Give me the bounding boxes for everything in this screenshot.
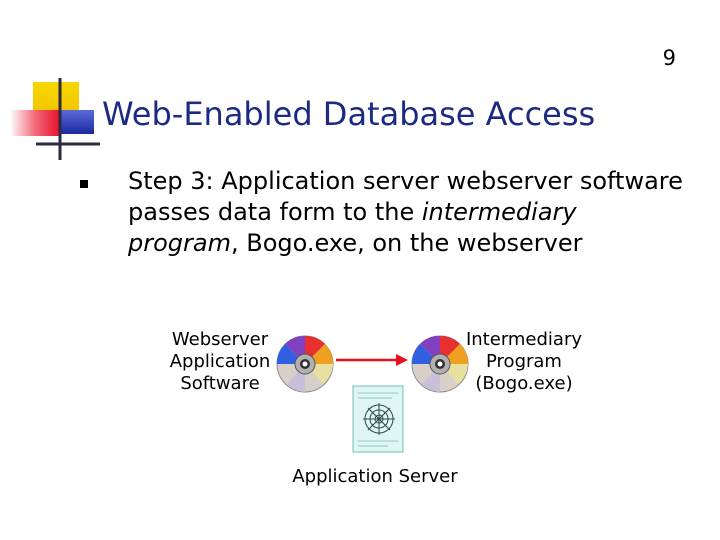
webserver-label-line: Webserver [171, 329, 269, 350]
slide-logo [10, 78, 100, 160]
cd-disc-icon [276, 335, 334, 393]
intermediary-label: Intermediary Program (Bogo.exe) [462, 329, 586, 395]
intermediary-label-line: (Bogo.exe) [475, 373, 573, 394]
intermediary-label-line: Intermediary [465, 329, 583, 350]
bullet-marker [80, 180, 88, 188]
webserver-label-line: Software [180, 373, 260, 394]
cd-disc-icon [411, 335, 469, 393]
webserver-label-line: Application [169, 351, 271, 372]
arrow-right-icon [336, 354, 408, 366]
page-number: 9 [662, 46, 676, 70]
slide-title: Web-Enabled Database Access [102, 95, 596, 133]
webserver-label: Webserver Application Software [158, 329, 282, 395]
intermediary-label-line: Program [486, 351, 562, 372]
application-server-label: Application Server [292, 466, 458, 487]
server-document-icon [352, 385, 404, 453]
bullet-emphasis: intermediary program [128, 198, 577, 257]
bullet-text-part1: Step 3: Application server webserver sof… [128, 167, 683, 226]
bullet-text: Step 3: Application server webserver sof… [128, 166, 688, 259]
bullet-text-part2: , Bogo.exe, on the webserver [230, 229, 583, 257]
